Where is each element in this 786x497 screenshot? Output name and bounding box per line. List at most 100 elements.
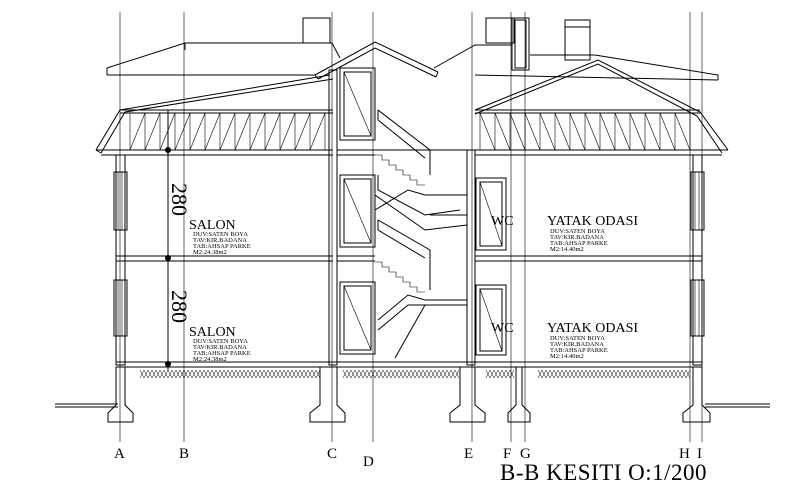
axis-label-h: H (679, 446, 690, 462)
dimension-lower: 280 (167, 290, 192, 323)
gravel-hatch (581, 369, 587, 379)
truss-member (144, 112, 161, 151)
truss-member (674, 112, 691, 151)
gravel-hatch (637, 369, 643, 379)
gravel-hatch (649, 369, 655, 379)
truss-member (569, 112, 586, 151)
gravel-hatch (207, 369, 213, 379)
gravel-hatch (434, 369, 440, 379)
truss-member (524, 112, 541, 151)
gravel-hatch (315, 369, 321, 379)
dimension-dot (165, 147, 171, 153)
truss-member (599, 112, 616, 151)
room-finish: DUV:SATEN BOYA (550, 335, 605, 342)
gravel-hatch (362, 369, 368, 379)
gravel-hatch (350, 369, 356, 379)
gravel-hatch (175, 369, 181, 379)
truss-member (584, 112, 601, 151)
room-yatak-upper: YATAK ODASI DUV:SATEN BOYA TAV:KIR.BADAN… (547, 214, 638, 253)
axis-label-i: I (697, 446, 702, 462)
gravel-hatch (366, 369, 372, 379)
room-area: M2:24.38m2 (193, 356, 227, 363)
truss-member (219, 112, 236, 151)
gravel-hatch (382, 369, 388, 379)
gravel-hatch (509, 369, 515, 379)
gravel-hatch (450, 369, 456, 379)
gravel-hatch (159, 369, 165, 379)
room-salon-upper: SALON DUV:SATEN BOYA TAV:KIR.BADANA TAB:… (189, 218, 251, 256)
truss-member (629, 112, 646, 151)
gravel-hatch (374, 369, 380, 379)
gravel-hatch (354, 369, 360, 379)
room-finish: TAV:KIR.BADANA (193, 344, 247, 351)
room-name: SALON (189, 325, 236, 340)
truss-member (264, 112, 281, 151)
gravel-hatch (195, 369, 201, 379)
room-finish: TAV:KIR.BADANA (550, 234, 604, 241)
dimension-dot (165, 361, 171, 367)
gravel-hatch (163, 369, 169, 379)
axis-label-c: C (327, 446, 337, 462)
gravel-hatch (585, 369, 591, 379)
gravel-hatch (235, 369, 241, 379)
truss-member (204, 112, 221, 151)
gravel-hatch (685, 369, 691, 379)
gravel-hatch (342, 369, 348, 379)
stair-roof (314, 41, 439, 80)
gravel-hatch (139, 369, 145, 379)
gravel-hatch (223, 369, 229, 379)
gravel-hatch (501, 369, 507, 379)
foundations (107, 366, 711, 423)
drawing-title: B-B KESITI O:1/200 (500, 460, 707, 485)
gravel-fill (139, 369, 691, 379)
axis-label-g: G (520, 446, 531, 462)
stair-windows (339, 67, 507, 356)
axis-label-e: E (464, 446, 473, 462)
gravel-hatch (263, 369, 269, 379)
gravel-hatch (414, 369, 420, 379)
gravel-hatch (426, 369, 432, 379)
gravel-hatch (203, 369, 209, 379)
gravel-hatch (541, 369, 547, 379)
gravel-hatch (295, 369, 301, 379)
gravel-hatch (621, 369, 627, 379)
left-truss (129, 112, 326, 151)
gravel-hatch (681, 369, 687, 379)
gravel-hatch (167, 369, 173, 379)
dimension-dot (165, 255, 171, 261)
gravel-hatch (239, 369, 245, 379)
truss-member (279, 112, 296, 151)
gravel-hatch (641, 369, 647, 379)
gravel-hatch (665, 369, 671, 379)
gravel-hatch (378, 369, 384, 379)
gravel-hatch (346, 369, 352, 379)
truss-member (309, 112, 326, 151)
gravel-hatch (613, 369, 619, 379)
room-finish: TAV:KIR.BADANA (193, 237, 247, 244)
gravel-hatch (454, 369, 460, 379)
gravel-hatch (151, 369, 157, 379)
truss-member (294, 112, 311, 151)
gravel-hatch (625, 369, 631, 379)
truss-member (614, 112, 631, 151)
room-yatak-lower: YATAK ODASI DUV:SATEN BOYA TAV:KIR.BADAN… (547, 321, 638, 360)
gravel-hatch (489, 369, 495, 379)
gravel-hatch (191, 369, 197, 379)
gravel-hatch (199, 369, 205, 379)
gravel-hatch (243, 369, 249, 379)
room-finish: TAB:AHSAP PARKE (193, 243, 251, 250)
gravel-hatch (398, 369, 404, 379)
axis-label-f: F (503, 446, 511, 462)
gravel-hatch (677, 369, 683, 379)
gravel-hatch (537, 369, 543, 379)
room-area: M2:24.38m2 (193, 249, 227, 256)
gravel-hatch (609, 369, 615, 379)
gravel-hatch (187, 369, 193, 379)
truss-member (129, 112, 146, 151)
room-finish: DUV:SATEN BOYA (193, 231, 248, 238)
gravel-hatch (442, 369, 448, 379)
gravel-hatch (211, 369, 217, 379)
ground-line (55, 403, 770, 408)
room-finish: TAV:KIR.BADANA (550, 341, 604, 348)
